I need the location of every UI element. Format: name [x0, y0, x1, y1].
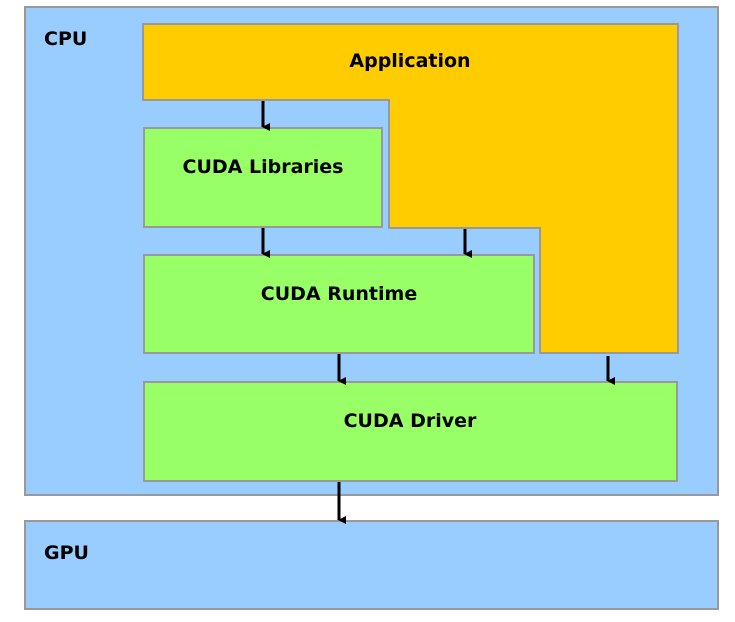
cuda-driver-label: CUDA Driver — [344, 410, 477, 432]
cuda-runtime-label: CUDA Runtime — [261, 283, 417, 305]
cpu-label: CPU — [44, 28, 87, 50]
cuda-driver-box — [143, 381, 678, 482]
gpu-label: GPU — [44, 542, 89, 564]
application-label: Application — [349, 50, 470, 72]
application-box — [142, 23, 679, 354]
gpu-box — [24, 520, 719, 610]
cuda-runtime-box — [143, 254, 535, 354]
cuda-libraries-label: CUDA Libraries — [183, 156, 344, 178]
